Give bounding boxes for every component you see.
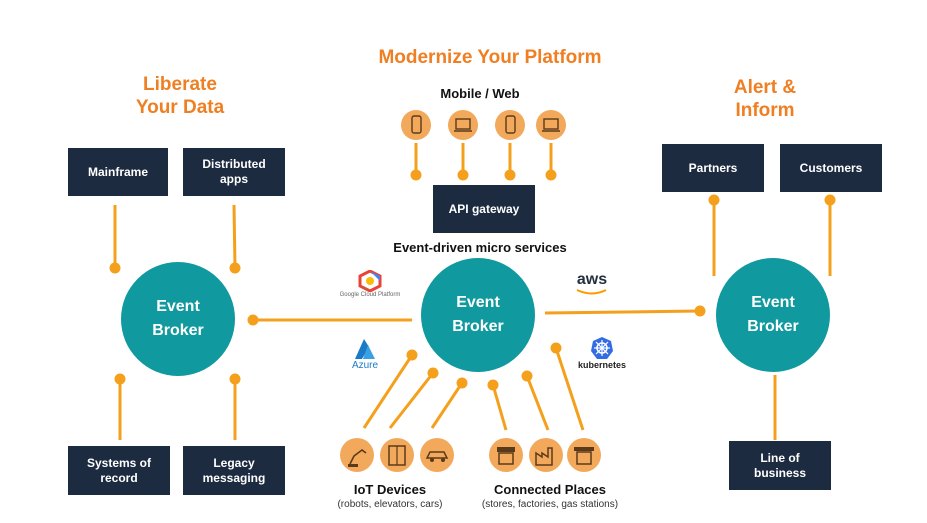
label-connected-places: Connected Places	[494, 482, 606, 497]
mobile-phone-icon	[495, 110, 525, 140]
heading-modernize: Modernize Your Platform	[378, 47, 602, 68]
google-cloud-icon	[358, 270, 382, 292]
label-microservices: Event-driven micro services	[393, 240, 567, 255]
label-iot-devices: IoT Devices	[353, 482, 427, 497]
event-broker-right: Event Broker	[716, 258, 830, 372]
line-distributed	[232, 204, 237, 269]
aws-smile-icon	[576, 289, 607, 295]
google-cloud-label: Google Cloud Platform	[339, 292, 401, 298]
aws-logo: aws	[572, 272, 612, 296]
line-iot-2	[388, 372, 435, 429]
line-places-3	[554, 347, 585, 431]
label-iot-devices-sub: (robots, elevators, cars)	[337, 499, 443, 510]
box-line-of-business: Line of business	[729, 441, 831, 490]
label-mobile-web: Mobile / Web	[440, 86, 520, 101]
gas-station-icon	[567, 438, 601, 472]
google-cloud-logo: Google Cloud Platform	[330, 270, 410, 298]
event-broker-center: Event Broker	[421, 258, 535, 372]
heading-liberate: Liberate Your Data	[135, 74, 225, 118]
box-legacy-messaging: Legacy messaging	[183, 446, 285, 495]
box-api-gateway: API gateway	[433, 185, 535, 233]
event-broker-left: Event Broker	[121, 262, 235, 376]
azure-label: Azure	[351, 360, 379, 371]
laptop-icon	[536, 110, 566, 140]
aws-label: aws	[576, 271, 608, 288]
line-places-1	[491, 384, 508, 431]
box-customers: Customers	[780, 144, 882, 192]
line-places-2	[525, 375, 550, 431]
store-icon	[489, 438, 523, 472]
robot-arm-icon	[340, 438, 374, 472]
mobile-phone-icon	[401, 110, 431, 140]
azure-logo: Azure	[345, 338, 385, 371]
line-iot-3	[430, 382, 464, 429]
kubernetes-label: kubernetes	[577, 360, 627, 370]
box-mainframe: Mainframe	[68, 148, 168, 196]
heading-alert: Alert & Inform	[733, 77, 797, 121]
kubernetes-icon	[591, 337, 613, 359]
kubernetes-logo: kubernetes	[574, 336, 630, 370]
laptop-icon	[448, 110, 478, 140]
elevator-icon	[380, 438, 414, 472]
box-systems-of-record: Systems of record	[68, 446, 170, 495]
box-partners: Partners	[662, 144, 764, 192]
line-iot-1	[362, 354, 414, 429]
label-connected-places-sub: (stores, factories, gas stations)	[481, 499, 619, 510]
azure-icon	[355, 339, 375, 359]
box-distributed-apps: Distributed apps	[183, 148, 285, 196]
factory-icon	[529, 438, 563, 472]
line-center-right	[544, 309, 701, 315]
car-icon	[420, 438, 454, 472]
